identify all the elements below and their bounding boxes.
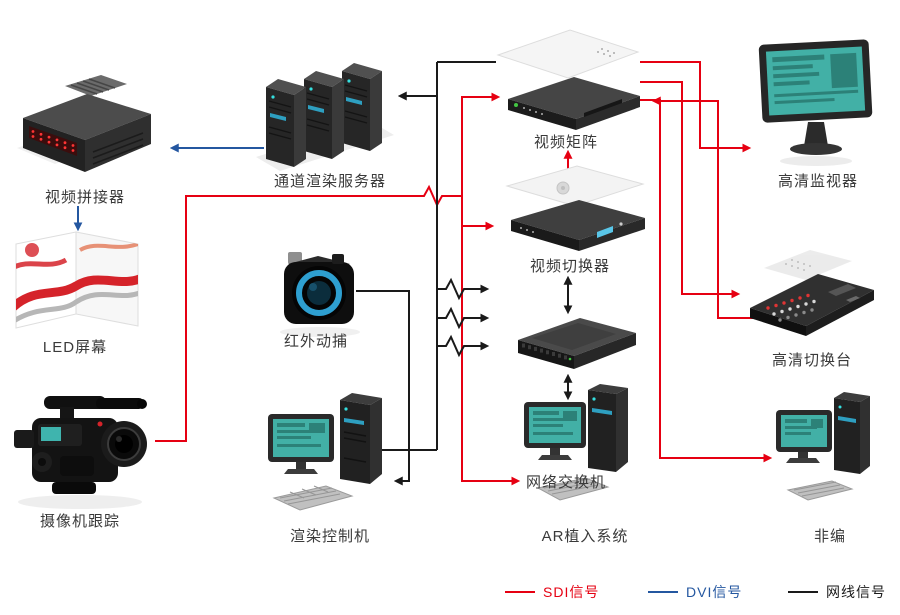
legend-line-sdi — [505, 591, 535, 593]
node-hd-switch-console — [744, 234, 879, 361]
label-led-screen: LED屏幕 — [42, 339, 108, 356]
lan-line-to-switch-3 — [437, 334, 490, 358]
node-video-switcher — [497, 162, 647, 263]
label-nle: 非编 — [813, 528, 847, 545]
node-video-matrix — [492, 25, 642, 142]
label-video-switcher: 视频切换器 — [529, 258, 611, 275]
legend-item-dvi: DVI信号 — [648, 583, 742, 601]
node-hd-monitor — [756, 30, 876, 177]
label-video-matrix: 视频矩阵 — [533, 134, 599, 151]
legend-label-lan: 网线信号 — [826, 584, 886, 600]
render-control-illustration — [268, 393, 382, 511]
node-video-stitcher — [15, 68, 155, 191]
hd-monitor-illustration — [758, 39, 873, 166]
label-hd-switch-console: 高清切换台 — [771, 352, 853, 369]
hd-switch-console-illustration — [750, 250, 874, 336]
sdi-line-matrix-to-monitor — [640, 61, 752, 153]
node-nle — [776, 388, 886, 527]
lan-line-to-switch-1 — [437, 277, 490, 301]
sdi-line-matrix-to-console — [640, 81, 741, 299]
label-hd-monitor: 高清监视器 — [777, 173, 859, 190]
label-video-stitcher: 视频拼接器 — [44, 189, 126, 206]
network-switch-illustration — [518, 318, 636, 369]
label-ar-system: AR植入系统 — [541, 528, 629, 545]
label-ir-motion-capture: 红外动捕 — [283, 333, 349, 350]
node-led-screen — [12, 228, 142, 345]
video-matrix-illustration — [496, 29, 640, 130]
node-render-control — [268, 388, 393, 535]
lan-line-to-switch-2 — [437, 306, 490, 330]
legend-item-sdi: SDI信号 — [505, 583, 599, 601]
label-network-switch: 网络交换机 — [525, 474, 607, 491]
camera-tracking-illustration — [14, 396, 147, 509]
legend-label-dvi: DVI信号 — [686, 584, 743, 600]
node-channel-render-server — [252, 55, 402, 178]
label-camera-tracking: 摄像机跟踪 — [39, 513, 121, 530]
label-render-control: 渲染控制机 — [289, 528, 371, 545]
led-screen-illustration — [15, 231, 139, 329]
legend-label-sdi: SDI信号 — [543, 584, 600, 600]
channel-render-server-illustration — [256, 62, 394, 171]
legend-line-dvi — [648, 591, 678, 593]
ar-system-illustration — [524, 384, 628, 501]
sdi-line-console-to-matrix — [651, 96, 756, 319]
node-camera-tracking — [8, 378, 158, 519]
nle-illustration — [776, 392, 870, 501]
node-network-switch — [512, 312, 642, 389]
ir-motion-capture-illustration — [280, 252, 360, 337]
legend-item-lan: 网线信号 — [788, 583, 886, 601]
video-switcher-illustration — [505, 165, 645, 251]
node-ar-system — [524, 382, 639, 529]
video-stitcher-illustration — [17, 75, 151, 172]
label-channel-render-server: 通道渲染服务器 — [273, 173, 387, 190]
legend-line-lan — [788, 591, 818, 593]
